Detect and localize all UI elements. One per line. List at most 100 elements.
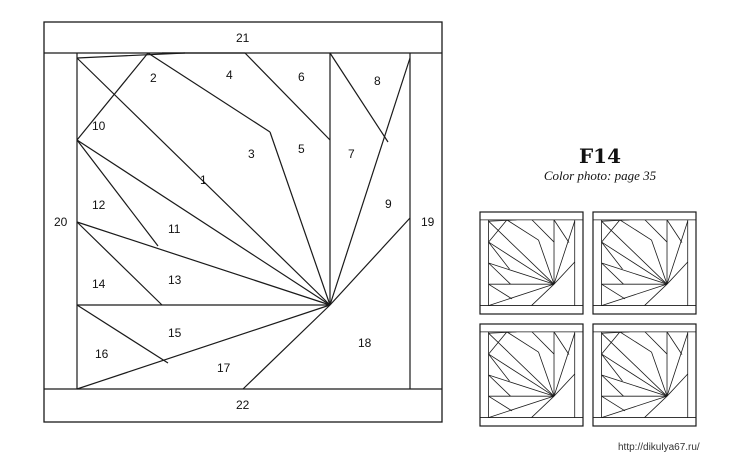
thumbnail-line [488, 262, 555, 285]
thumbnail-line [601, 331, 630, 334]
thumbnail-block [592, 323, 697, 427]
piece-label-21: 21 [236, 31, 250, 45]
thumbnail-line [601, 331, 621, 355]
thumbnail-border [592, 323, 697, 427]
thumbnail-line [553, 221, 576, 285]
thumbnail-line [488, 331, 517, 334]
thumbnail-line [601, 374, 668, 397]
thumbnail-line [601, 262, 624, 285]
thumbnail-line [666, 261, 689, 285]
thumbnail-line [666, 219, 683, 243]
thumbnail-block [479, 323, 584, 427]
thumbnail-line [601, 241, 623, 270]
thumbnail-border [479, 211, 584, 315]
thumbnail-block [592, 211, 697, 315]
thumbnail-line [601, 220, 668, 285]
thumbnail-line [506, 331, 539, 353]
thumbnail-line [553, 219, 570, 243]
thumbnail-line [601, 283, 626, 300]
thumbnail-line [644, 331, 668, 355]
piece-label-13: 13 [168, 273, 182, 287]
thumbnail-line [601, 219, 621, 243]
piece-label-18: 18 [358, 336, 372, 350]
piece-label-1: 1 [200, 173, 207, 187]
piece-label-22: 22 [236, 398, 250, 412]
thumbnail-line [488, 219, 517, 222]
thumbnail-line [531, 395, 555, 418]
piece-label-17: 17 [217, 361, 231, 375]
block-id: F14 [578, 144, 622, 168]
thumbnail-line [601, 395, 626, 412]
piece-label-16: 16 [95, 347, 109, 361]
thumbnail-line [601, 241, 668, 285]
thumbnail-line [644, 283, 668, 306]
thumbnail-border [592, 211, 697, 315]
piece-numbers: 1 2 3 4 5 6 7 8 9 10 11 12 13 14 15 16 1… [54, 31, 435, 412]
thumbnail-border [479, 323, 584, 427]
thumbnail-line [666, 221, 689, 285]
thumbnail-line [553, 261, 576, 285]
thumbnail-line [651, 351, 668, 397]
piece-label-11: 11 [168, 222, 181, 236]
main-block: 1 2 3 4 5 6 7 8 9 10 11 12 13 14 15 16 1… [43, 21, 443, 423]
thumbnail-line [488, 374, 511, 397]
thumbnail-line [488, 283, 513, 300]
thumbnail-line [488, 283, 555, 306]
thumbnail-line [531, 219, 555, 243]
piece-label-10: 10 [92, 119, 106, 133]
thumbnail-line [601, 219, 630, 222]
watermark-url: http://dikulya67.ru/ [618, 442, 700, 453]
piece-label-6: 6 [298, 70, 305, 84]
thumbnail-block [479, 211, 584, 315]
thumbnail-line [506, 219, 539, 241]
fan-lines [76, 53, 411, 390]
piece-label-2: 2 [150, 71, 157, 85]
thumbnail-line [651, 239, 668, 285]
thumbnail-line [601, 353, 623, 382]
thumbnail-line [553, 373, 576, 397]
piece-label-3: 3 [248, 147, 255, 161]
thumbnail-line [644, 395, 668, 418]
piece-label-4: 4 [226, 68, 233, 82]
thumbnail-line [666, 373, 689, 397]
color-photo-reference: Color photo: page 35 [543, 168, 657, 183]
thumbnail-line [488, 241, 555, 285]
thumbnail-line [488, 332, 555, 397]
piece-label-7: 7 [348, 147, 355, 161]
thumbnail-line [601, 332, 668, 397]
piece-label-8: 8 [374, 74, 381, 88]
thumbnail-line [666, 333, 689, 397]
thumbnail-line [488, 395, 555, 418]
thumbnail-line [488, 353, 555, 397]
thumbnail-line [488, 395, 513, 412]
thumbnail-line [538, 351, 555, 397]
outer-border [43, 21, 443, 423]
thumbnail-line [619, 219, 652, 241]
thumbnail-line [488, 220, 555, 285]
thumbnail-line [601, 262, 668, 285]
thumbnail-line [488, 331, 508, 355]
thumbnail-grid [479, 211, 697, 427]
piece-label-19: 19 [421, 215, 435, 229]
piece-label-14: 14 [92, 277, 106, 291]
piece-label-20: 20 [54, 215, 68, 229]
thumbnail-line [488, 353, 510, 382]
thumbnail-line [644, 219, 668, 243]
thumbnail-line [531, 331, 555, 355]
thumbnail-line [488, 219, 508, 243]
thumbnail-line [553, 331, 570, 355]
piece-label-5: 5 [298, 142, 305, 156]
thumbnail-line [553, 333, 576, 397]
thumbnail-line [538, 239, 555, 285]
thumbnail-line [601, 353, 668, 397]
piece-label-12: 12 [92, 198, 106, 212]
thumbnail-line [531, 283, 555, 306]
piece-label-15: 15 [168, 326, 182, 340]
thumbnail-line [601, 283, 668, 306]
thumbnail-line [488, 374, 555, 397]
thumbnail-line [601, 395, 668, 418]
thumbnail-line [619, 331, 652, 353]
piece-lines [76, 52, 389, 364]
thumbnail-line [488, 241, 510, 270]
